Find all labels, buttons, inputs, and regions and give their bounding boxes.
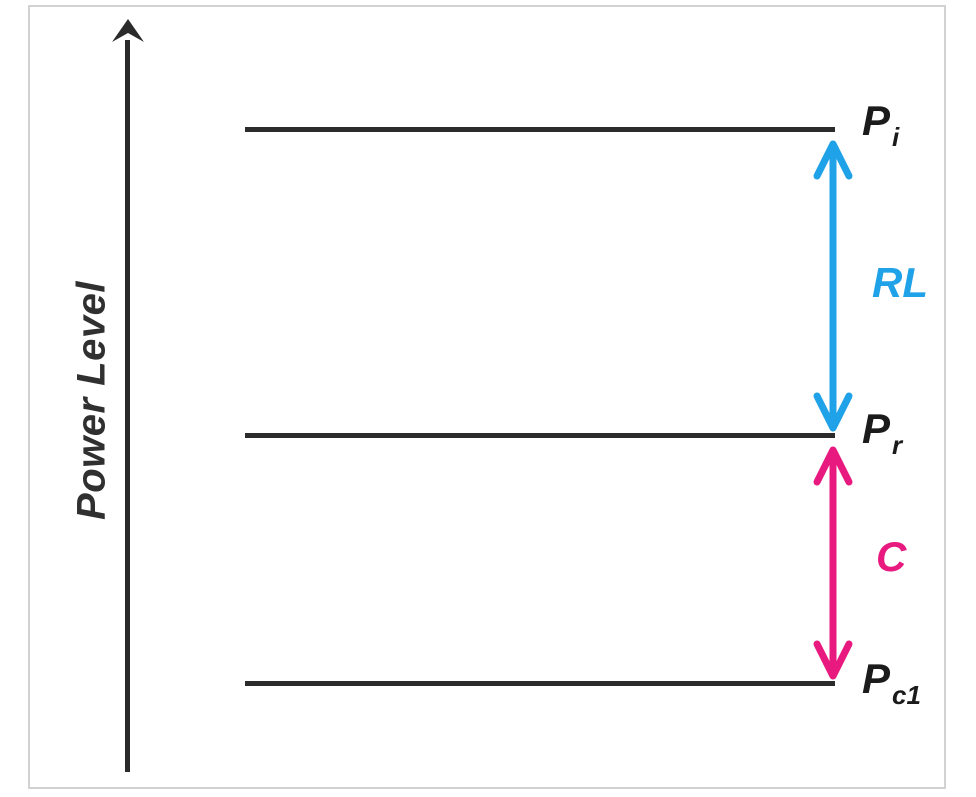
power-level-subscript-pi: i — [892, 122, 900, 152]
power-level-line-pi — [245, 127, 835, 132]
diagram-frame — [28, 5, 946, 789]
power-level-axis-line — [125, 40, 130, 772]
power-level-symbol-pc1: P — [862, 655, 891, 702]
power-level-line-pr — [245, 433, 835, 438]
power-level-label-pi: Pi — [862, 97, 899, 151]
power-level-subscript-pc1: c1 — [892, 680, 921, 710]
power-level-line-pc1 — [245, 681, 835, 686]
power-level-subscript-pr: r — [892, 430, 903, 460]
power-level-label-pc1: Pc1 — [862, 655, 921, 709]
measure-label-rl: RL — [872, 259, 928, 306]
double-headed-arrow-icon-rl — [810, 138, 856, 434]
power-level-symbol-pr: P — [862, 405, 891, 452]
up-arrow-icon — [110, 18, 146, 52]
double-headed-arrow-icon-c — [810, 444, 856, 682]
power-level-symbol-pi: P — [862, 97, 891, 144]
power-level-label-pr: Pr — [862, 405, 902, 459]
axis-label-power-level: Power Level — [69, 281, 114, 520]
measure-label-c: C — [876, 533, 907, 580]
